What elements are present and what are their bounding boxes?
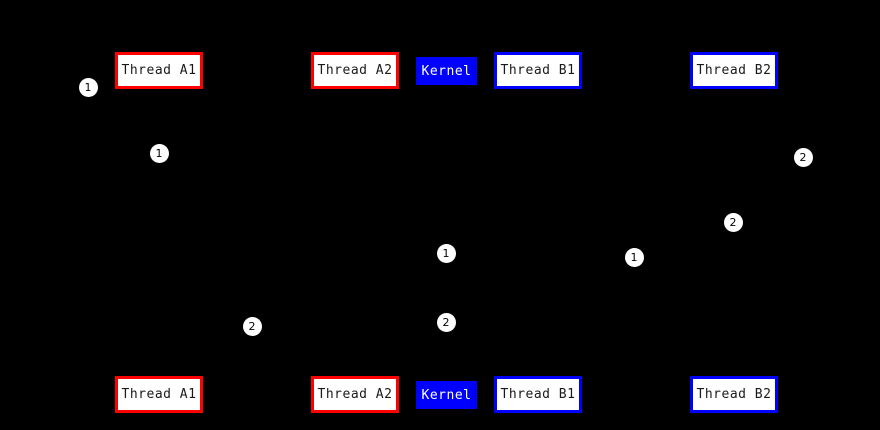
- participant-label: Thread A1: [121, 387, 197, 402]
- participant-label: Thread B1: [500, 63, 576, 78]
- sequence-marker-number: 1: [155, 146, 163, 160]
- lifeline-thread-b1: [538, 89, 539, 376]
- participant-box-thread-b2-top[interactable]: Thread B2: [690, 52, 778, 89]
- lifeline-thread-b2: [734, 89, 735, 376]
- participant-label: Thread A2: [317, 63, 393, 78]
- participant-box-thread-a2-top[interactable]: Thread A2: [311, 52, 399, 89]
- sequence-marker-msg-1-kernel[interactable]: 1: [436, 243, 456, 263]
- sequence-marker-msg-2-b2-lower[interactable]: 2: [723, 212, 743, 232]
- participant-label: Kernel: [421, 387, 472, 403]
- sequence-marker-number: 2: [248, 319, 256, 333]
- sequence-marker-number: 2: [799, 150, 807, 164]
- participant-box-thread-b2-bottom[interactable]: Thread B2: [690, 376, 778, 413]
- participant-box-thread-a2-bottom[interactable]: Thread A2: [311, 376, 399, 413]
- lifeline-thread-a2: [355, 89, 356, 376]
- participant-box-thread-b1-top[interactable]: Thread B1: [494, 52, 582, 89]
- participant-label: Thread A1: [121, 63, 197, 78]
- participant-box-thread-b1-bottom[interactable]: Thread B1: [494, 376, 582, 413]
- sequence-marker-number: 1: [442, 246, 450, 260]
- participant-box-thread-a1-top[interactable]: Thread A1: [115, 52, 203, 89]
- participant-box-thread-a1-bottom[interactable]: Thread A1: [115, 376, 203, 413]
- sequence-marker-msg-1-b1[interactable]: 1: [624, 247, 644, 267]
- participant-label: Thread B2: [696, 387, 772, 402]
- sequence-marker-msg-1-a1-down[interactable]: 1: [149, 143, 169, 163]
- participant-label: Thread B1: [500, 387, 576, 402]
- sequence-marker-msg-2-a1-lower[interactable]: 2: [242, 316, 262, 336]
- sequence-marker-number: 2: [729, 215, 737, 229]
- sequence-marker-number: 1: [630, 250, 638, 264]
- participant-label: Kernel: [421, 63, 472, 79]
- participant-box-kernel-bottom[interactable]: Kernel: [416, 381, 477, 409]
- sequence-marker-msg-2-kernel[interactable]: 2: [436, 312, 456, 332]
- sequence-marker-msg-2-b2-upper[interactable]: 2: [793, 147, 813, 167]
- sequence-marker-msg-1-a1-left[interactable]: 1: [78, 77, 98, 97]
- participant-label: Thread B2: [696, 63, 772, 78]
- lifeline-kernel: [446, 85, 447, 381]
- lifeline-thread-a1: [159, 89, 160, 376]
- participant-box-kernel-top[interactable]: Kernel: [416, 57, 477, 85]
- sequence-marker-number: 2: [442, 315, 450, 329]
- sequence-marker-number: 1: [84, 80, 92, 94]
- participant-label: Thread A2: [317, 387, 393, 402]
